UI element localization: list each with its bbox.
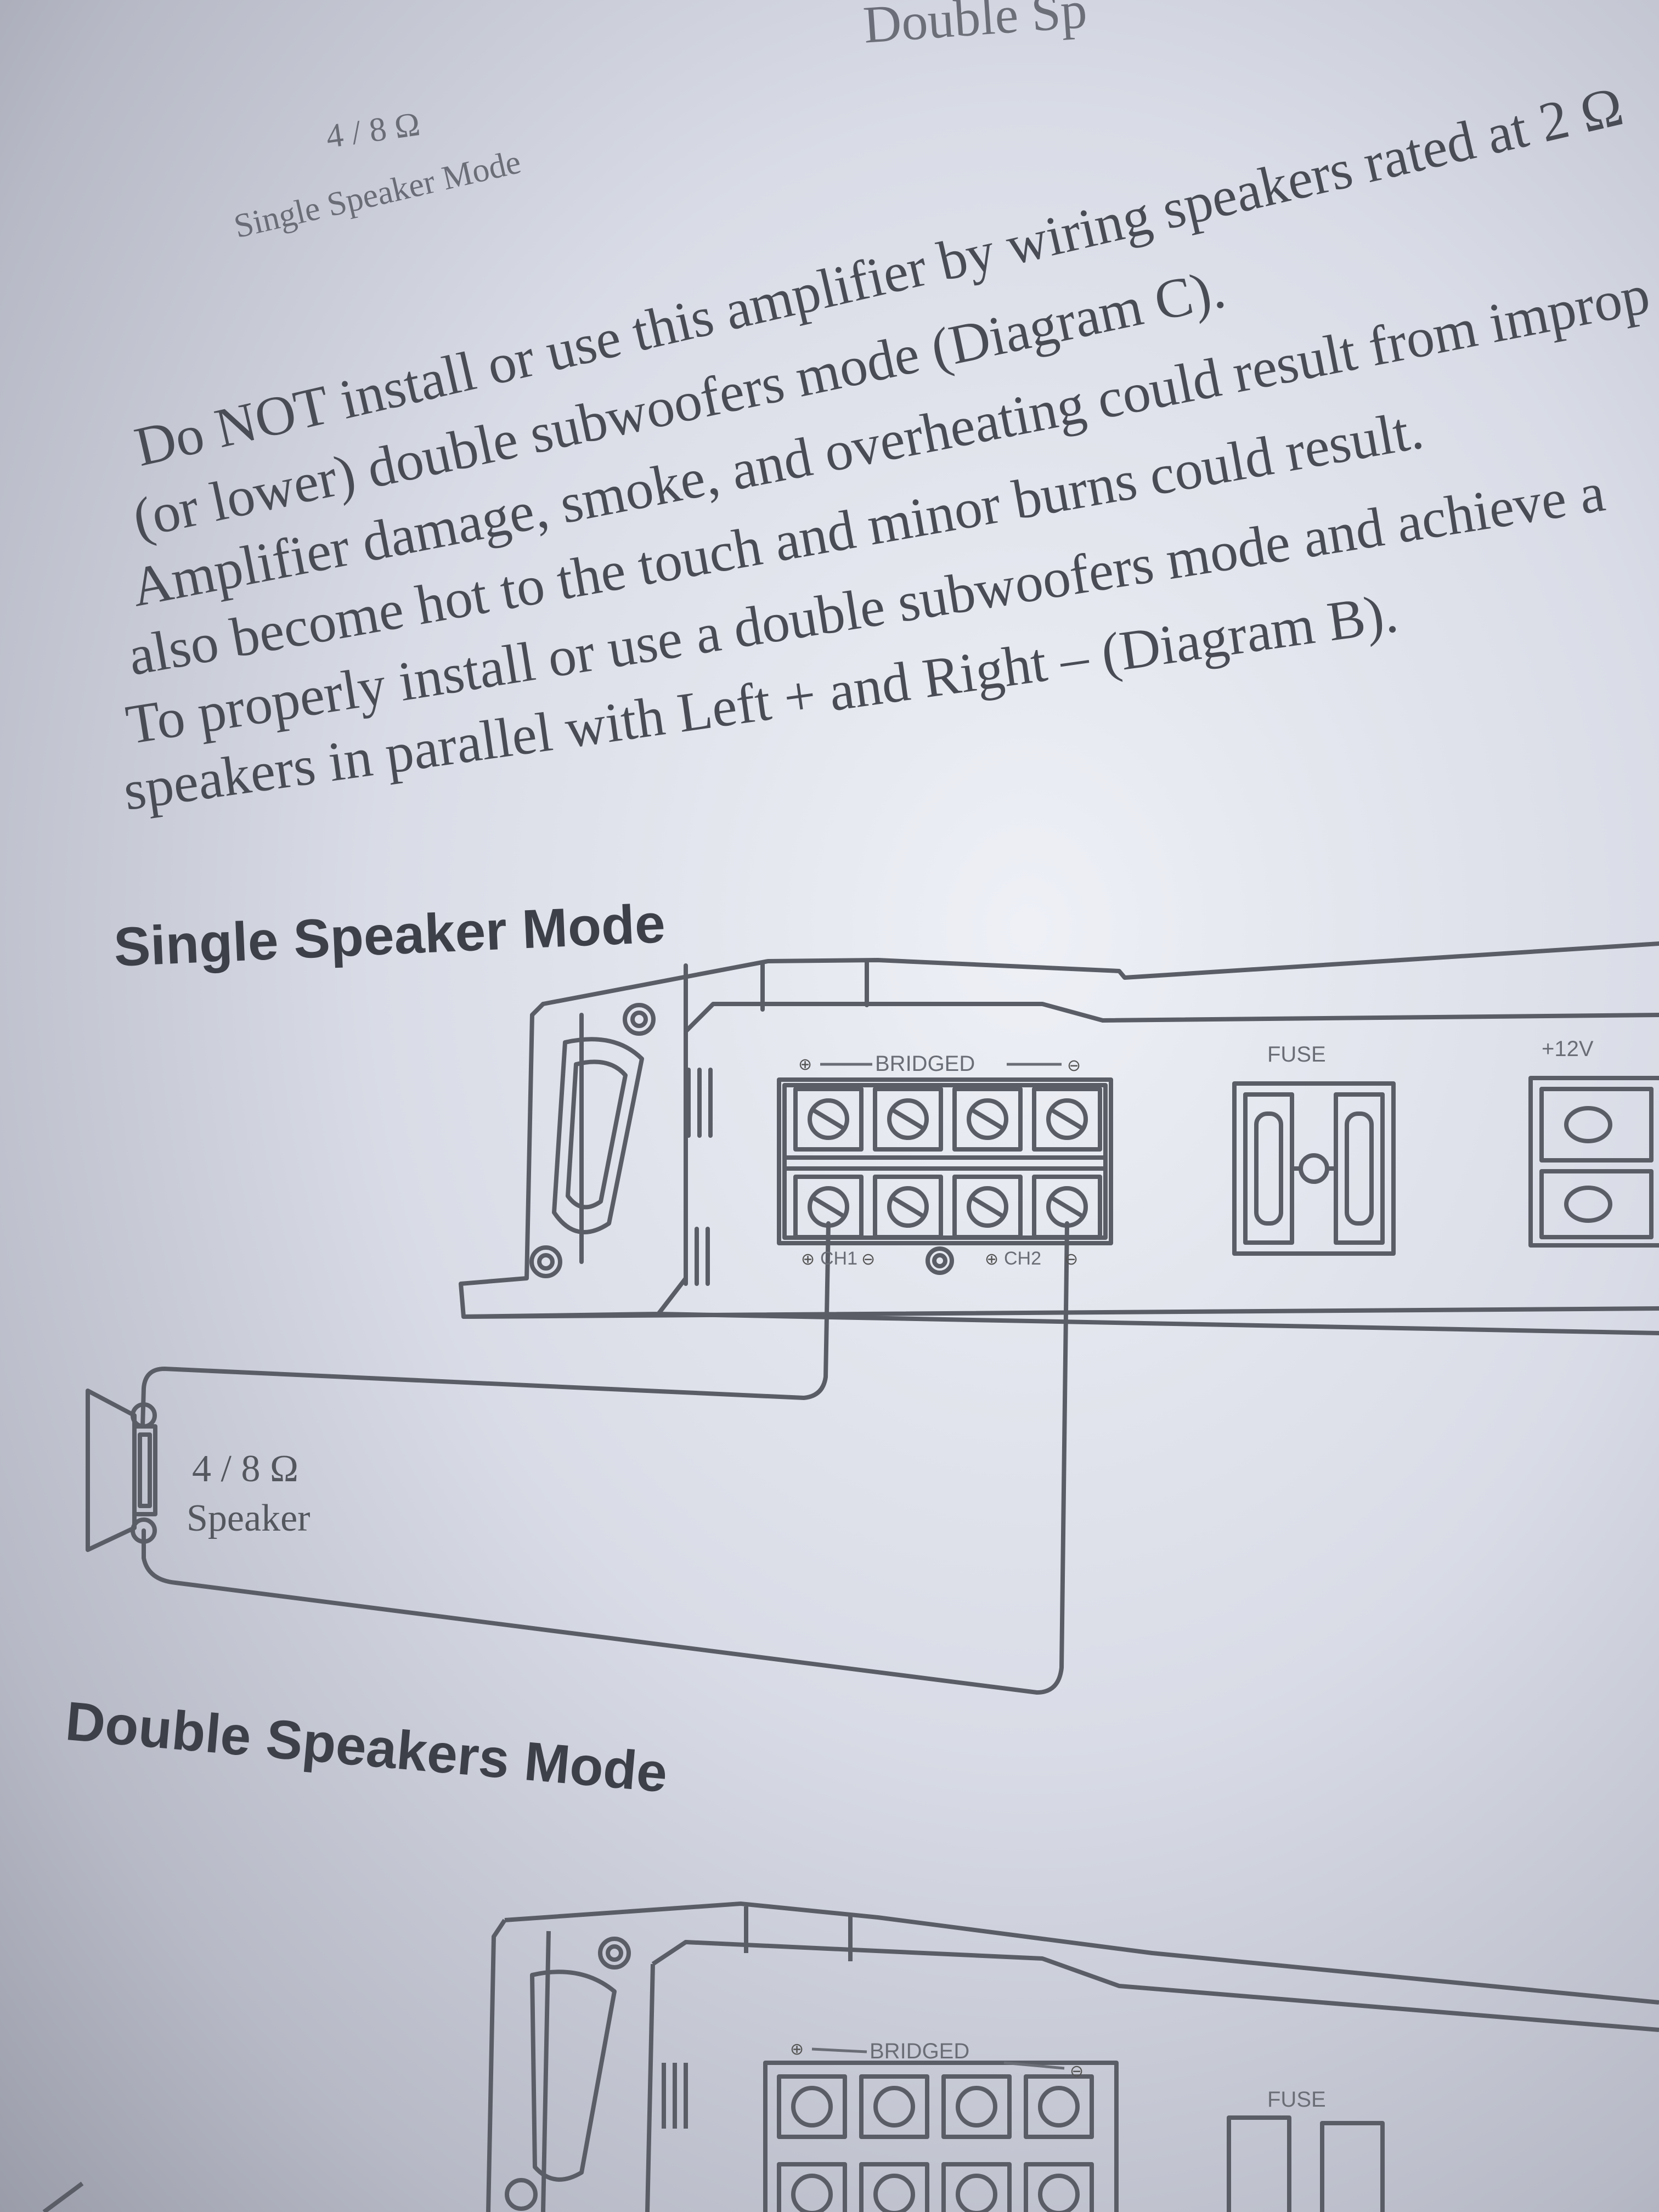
svg-text:⊕: ⊕ xyxy=(798,1056,812,1074)
speaker-impedance-label: 4 / 8 Ω xyxy=(192,1448,298,1490)
wire-positive xyxy=(140,1221,831,1429)
bridged-label: BRIDGED xyxy=(875,1052,975,1076)
power-label: +12V xyxy=(1542,1037,1594,1061)
amp-handle xyxy=(552,1037,644,1234)
fuse-block xyxy=(1232,1081,1396,1256)
amp-outline-inner xyxy=(684,1002,1659,1034)
svg-text:⊕: ⊕ xyxy=(801,1250,815,1268)
speaker-icon xyxy=(86,1389,157,1552)
ch1-label: CH1 xyxy=(820,1248,857,1269)
svg-text:⊕: ⊕ xyxy=(985,1250,998,1268)
wire-negative xyxy=(142,1221,1069,1695)
ch2-label: CH2 xyxy=(1004,1248,1041,1269)
power-terminal xyxy=(1528,1076,1659,1248)
bridged-label-2: BRIDGED xyxy=(870,2039,969,2063)
terminal-top-row xyxy=(793,1087,1102,1152)
svg-text:⊖: ⊖ xyxy=(1070,2062,1084,2080)
fuse-label-2: FUSE xyxy=(1267,2087,1326,2112)
svg-text:⊖: ⊖ xyxy=(861,1250,875,1268)
svg-text:⊖: ⊖ xyxy=(1064,1250,1078,1268)
amp-outline-top xyxy=(541,941,1659,1006)
svg-text:⊖: ⊖ xyxy=(1067,1057,1081,1075)
amp-end-cap xyxy=(459,1002,688,1319)
speaker-terminal-block xyxy=(777,1077,1113,1245)
speaker-label: Speaker xyxy=(187,1497,310,1539)
svg-text:⊕: ⊕ xyxy=(790,2040,804,2058)
fuse-label: FUSE xyxy=(1267,1042,1326,1066)
